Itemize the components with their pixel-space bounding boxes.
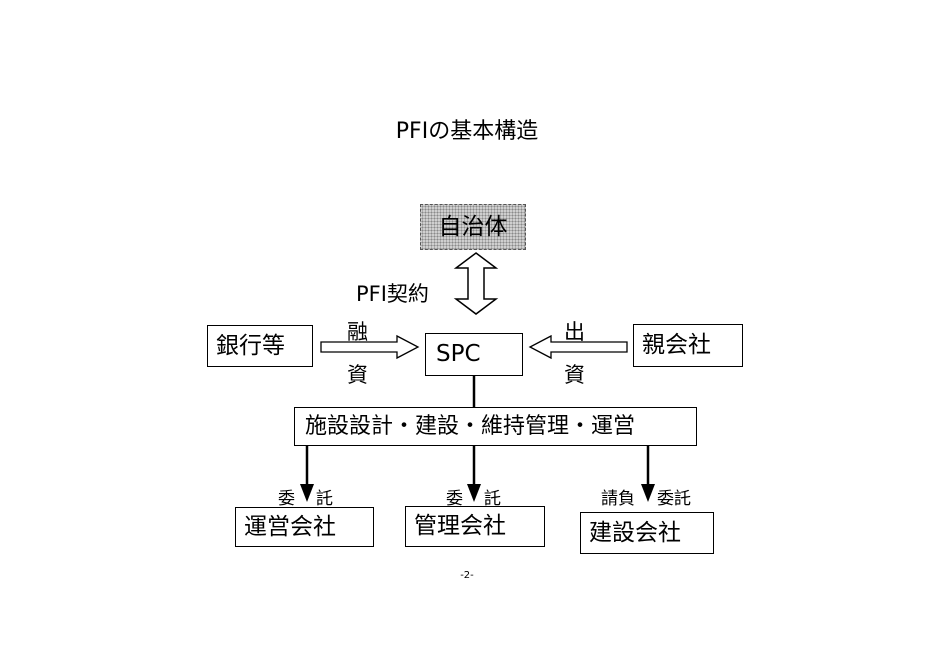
spc-label: SPC [436,341,481,367]
spc-box: SPC [425,333,523,376]
branch-1-relation-left: 委 [278,489,295,509]
contract-label: PFI契約 [356,282,429,306]
page-title: PFIの基本構造 [395,119,539,144]
branch-arrow-2-head [467,484,481,502]
branch-3-relation-right: 委託 [657,489,691,509]
government-box: 自治体 [420,204,526,250]
investment-label-top: 出 [564,320,585,344]
page-number: -2- [460,570,474,581]
management-company-label: 管理会社 [414,513,506,539]
financing-label-bottom: 資 [347,363,368,387]
services-box: 施設設計・建設・維持管理・運営 [294,407,697,446]
investment-arrow [528,334,628,360]
branch-2-relation-left: 委 [446,489,463,509]
branch-3-relation-left: 請負 [601,489,635,509]
branch-arrow-3-head [641,484,655,502]
contract-double-arrow [453,252,499,315]
investment-label-bottom: 資 [564,363,585,387]
operating-company-label: 運営会社 [244,514,336,540]
financing-arrow [320,334,420,360]
management-company-box: 管理会社 [405,506,545,547]
financing-label-top: 融 [347,320,368,344]
construction-company-label: 建設会社 [589,520,681,546]
branch-arrow-1-head [300,484,314,502]
government-label: 自治体 [438,214,508,240]
parent-company-label: 親会社 [642,332,711,358]
operating-company-box: 運営会社 [235,507,374,547]
construction-company-box: 建設会社 [580,512,714,554]
services-label: 施設設計・建設・維持管理・運営 [305,414,636,439]
bank-label: 銀行等 [216,333,285,359]
parent-company-box: 親会社 [633,324,743,367]
bank-box: 銀行等 [207,325,313,367]
branch-1-relation-right: 託 [316,489,333,509]
branch-2-relation-right: 託 [484,489,501,509]
